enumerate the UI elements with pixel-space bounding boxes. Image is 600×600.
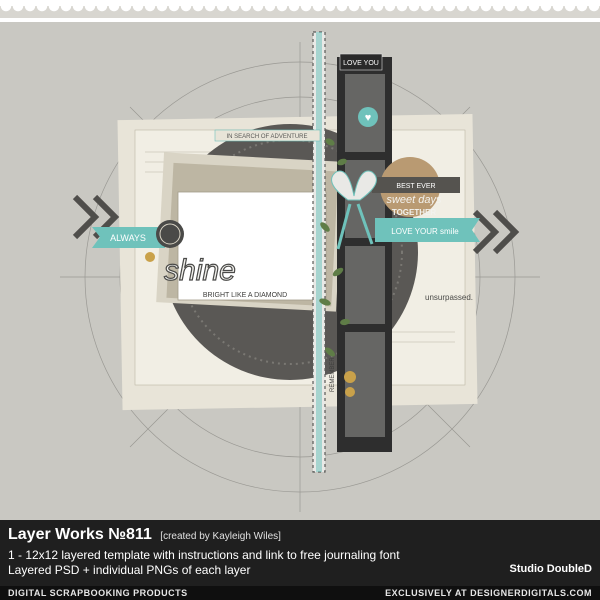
shine-label: shine	[164, 254, 236, 287]
wooden-buttons	[145, 252, 356, 397]
footer-bar	[0, 586, 600, 600]
always-label: ALWAYS	[110, 233, 146, 243]
layout-preview: LOVE YOU IN SEARCH OF ADVENTURE ♥ ALWAYS	[0, 22, 600, 520]
ribbon-bow	[331, 170, 377, 250]
shine-word-art: shine BRIGHT LIKE A DIAMOND	[164, 253, 288, 299]
footer-left-text: DIGITAL SCRAPBOOKING PRODUCTS	[8, 588, 188, 598]
scalloped-border	[0, 0, 600, 22]
always-banner: ALWAYS	[92, 227, 165, 248]
love-you-label: LOVE YOU	[343, 60, 379, 67]
product-description-2: Layered PSD + individual PNGs of each la…	[8, 563, 251, 577]
svg-text:♥: ♥	[365, 112, 372, 124]
remember-label: REMEMBER	[330, 357, 336, 392]
heart-button: ♥	[358, 107, 378, 127]
product-title-line: Layer Works №811 [created by Kayleigh Wi…	[8, 526, 281, 544]
chevron-arrows-right	[472, 209, 520, 255]
product-title: Layer Works №811	[8, 526, 152, 543]
together-label: TOGETHER	[392, 208, 437, 217]
in-search-tag: IN SEARCH OF ADVENTURE	[214, 129, 321, 142]
bright-label: BRIGHT LIKE A DIAMOND	[203, 292, 287, 299]
best-ever-cluster: BEST EVER sweet days TOGETHER	[372, 157, 460, 217]
striped-ribbon-vertical	[312, 31, 326, 473]
ivy-leaves	[319, 138, 350, 357]
product-description-1: 1 - 12x12 layered template with instruct…	[8, 548, 400, 562]
studio-name: Studio DoubleD	[509, 563, 593, 575]
this-badge	[156, 220, 184, 248]
lace-edge	[0, 6, 600, 18]
footer-right-text: EXCLUSIVELY AT DESIGNERDIGITALS.COM	[385, 588, 592, 598]
in-search-label: IN SEARCH OF ADVENTURE	[226, 134, 307, 140]
scrapbook-layout-art: LOVE YOU IN SEARCH OF ADVENTURE ♥ ALWAYS	[60, 31, 540, 512]
smile-banner: LOVE YOUR smile	[375, 218, 480, 242]
product-credit: [created by Kayleigh Wiles]	[160, 531, 281, 542]
unsurpassed-label: unsurpassed.	[425, 293, 473, 302]
love-smile-label: LOVE YOUR smile	[391, 227, 459, 236]
photo-mat	[156, 152, 344, 312]
sweet-days-label: sweet days	[386, 194, 442, 206]
product-info-bar	[0, 520, 600, 586]
best-ever-label: BEST EVER	[396, 183, 435, 190]
